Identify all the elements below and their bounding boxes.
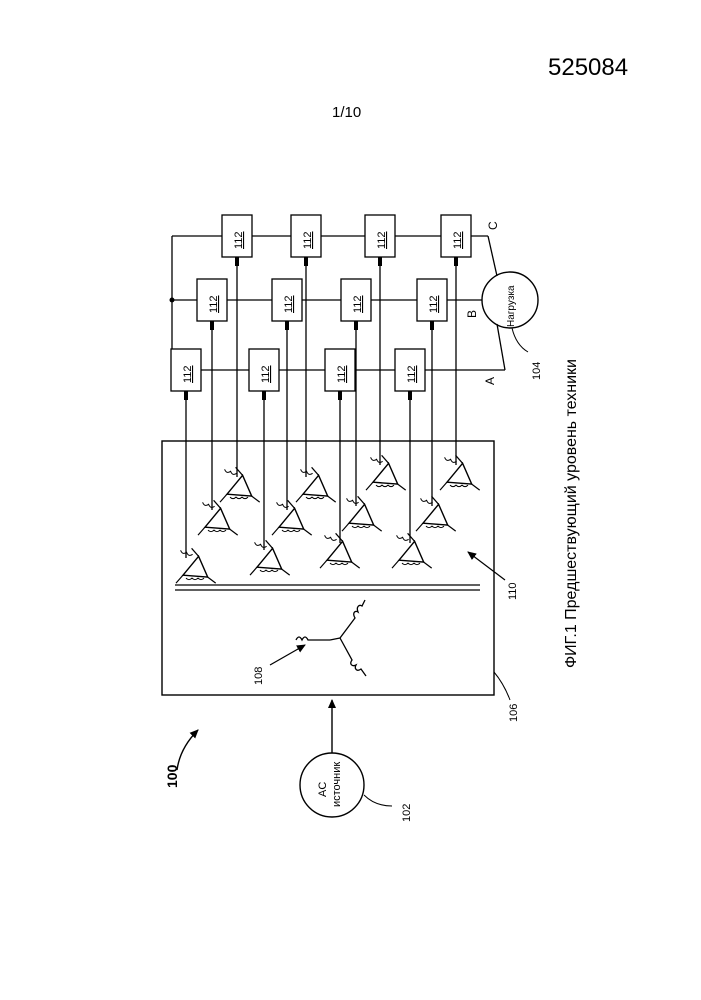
secondary-delta-windings (176, 455, 480, 583)
power-cell: 112 (171, 349, 201, 400)
delta-winding (198, 500, 238, 535)
power-cell: 112 (197, 279, 227, 330)
delta-winding (440, 455, 480, 490)
delta-winding (296, 467, 336, 502)
power-cell-label: 112 (233, 231, 245, 249)
power-cell-label: 112 (452, 231, 464, 249)
phase-label-a: A (483, 377, 497, 385)
delta-winding (220, 467, 260, 502)
delta-winding (416, 496, 456, 531)
ac-source-label-2: источник (331, 762, 343, 807)
ref-load-leader (512, 328, 528, 352)
delta-winding (272, 500, 312, 535)
ref-primary-winding: 108 (253, 667, 265, 685)
ac-source-label-1: AC (317, 782, 329, 797)
power-cell-label: 112 (302, 231, 314, 249)
power-cell-label: 112 (260, 365, 272, 383)
power-cell: 112 (441, 215, 471, 266)
power-cell-label: 112 (208, 295, 220, 313)
power-cell: 112 (249, 349, 279, 400)
power-cell: 112 (291, 215, 321, 266)
ref-secondary-windings-arrow (468, 552, 505, 580)
power-cell: 112 (222, 215, 252, 266)
ref-system-arrow (177, 730, 198, 770)
ref-transformer: 106 (508, 704, 520, 722)
power-cell-label: 112 (376, 231, 388, 249)
ref-ac-source: 102 (401, 804, 413, 822)
power-cell: 112 (325, 349, 355, 400)
power-cell: 112 (395, 349, 425, 400)
power-cell-label: 112 (428, 295, 440, 313)
load-wire-c (488, 236, 497, 276)
power-cell-label: 112 (182, 365, 194, 383)
ref-transformer-leader (494, 672, 510, 700)
load-wire-a (497, 324, 505, 370)
neutral-node (170, 298, 175, 303)
power-cell: 112 (417, 279, 447, 330)
ref-ac-source-leader (364, 795, 392, 806)
primary-winding (296, 600, 366, 676)
power-cell: 112 (341, 279, 371, 330)
power-cell: 112 (272, 279, 302, 330)
load-label: Нагрузка (506, 285, 517, 327)
ref-load: 104 (531, 362, 543, 380)
power-cell: 112 (365, 215, 395, 266)
delta-winding (250, 540, 290, 575)
power-cells: 112 112 112 112 112 112 112 112 112 112 112 112 (171, 215, 471, 400)
delta-winding (176, 548, 216, 583)
figure-caption: ФИГ.1 Предшествующий уровень техники (563, 359, 580, 668)
phase-label-c: C (486, 221, 500, 230)
power-cell-label: 112 (352, 295, 364, 313)
ref-secondary-windings: 110 (507, 582, 519, 600)
ref-primary-winding-arrow (270, 645, 305, 665)
delta-winding (342, 496, 382, 531)
power-cell-label: 112 (336, 365, 348, 383)
power-cell-label: 112 (406, 365, 418, 383)
power-cell-label: 112 (283, 295, 295, 313)
delta-winding (392, 533, 432, 568)
delta-winding (366, 455, 406, 490)
phase-label-b: B (465, 310, 479, 318)
